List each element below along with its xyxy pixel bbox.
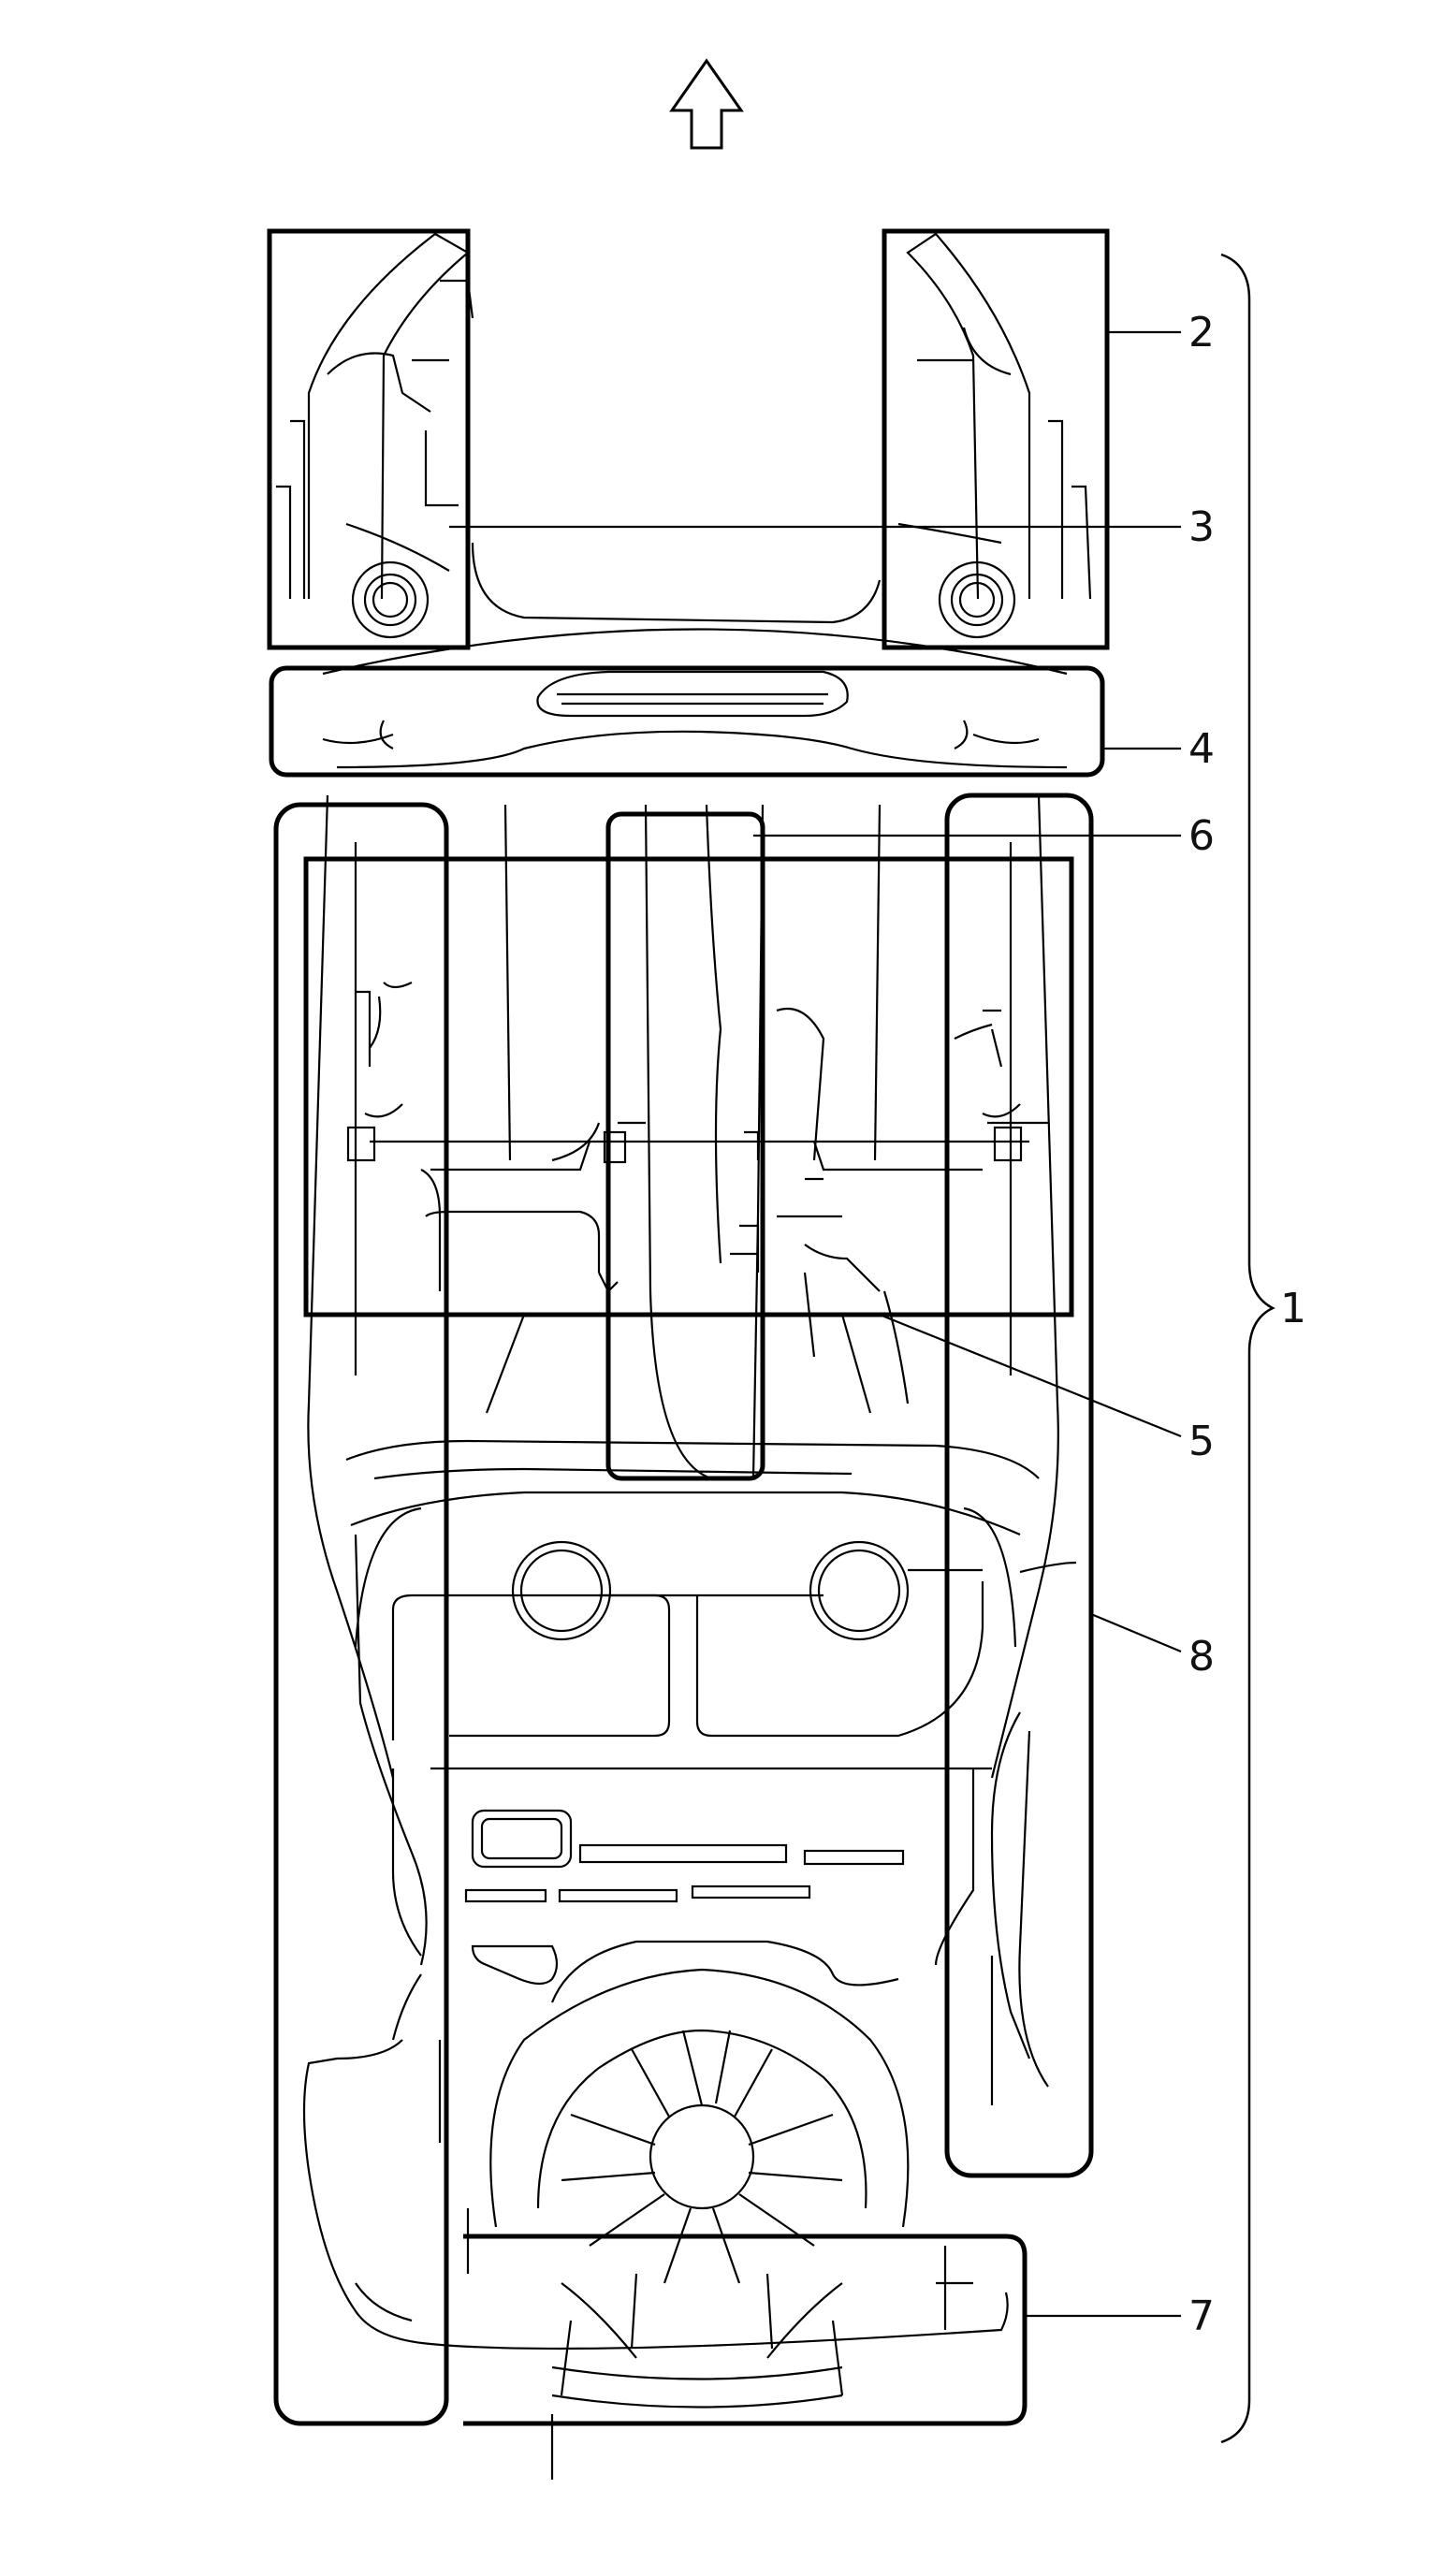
leader-lines	[449, 253, 1275, 2444]
arrow-up-icon	[669, 58, 744, 150]
region-front-right-wheelhouse	[882, 228, 1110, 650]
region-right-side-sill	[944, 793, 1094, 2178]
region-center-tunnel	[605, 811, 765, 1481]
region-rear-floor	[463, 2234, 1028, 2426]
region-front-left-wheelhouse	[267, 228, 471, 650]
callout-2: 2	[1188, 309, 1215, 357]
leader-line-8	[1090, 1612, 1182, 1653]
callout-7: 7	[1188, 2292, 1215, 2340]
region-front-floor	[303, 856, 1074, 1317]
callout-3: 3	[1188, 503, 1215, 551]
leader-line-5	[879, 1313, 1182, 1438]
callout-5: 5	[1188, 1418, 1215, 1465]
region-left-side-sill	[273, 802, 449, 2426]
callout-6: 6	[1188, 812, 1215, 860]
region-front-cross-member	[269, 665, 1105, 778]
region-outlines	[267, 228, 1110, 2426]
vehicle-line-art	[276, 232, 1092, 2480]
callout-4: 4	[1188, 725, 1215, 773]
callout-8: 8	[1188, 1633, 1215, 1681]
brace-bracket	[1220, 253, 1275, 2444]
callout-1: 1	[1280, 1285, 1306, 1332]
